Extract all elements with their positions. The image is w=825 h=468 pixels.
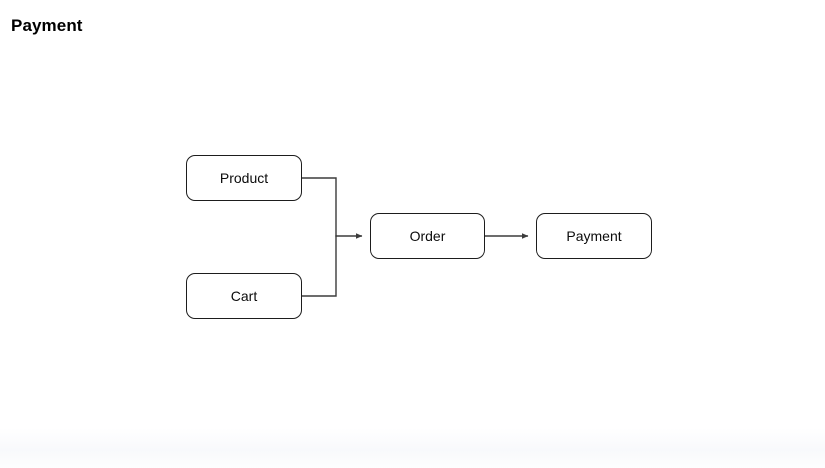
diagram-node-payment-label: Payment: [566, 228, 622, 244]
diagram-node-order[interactable]: Order: [370, 213, 485, 259]
edge-product-to-order: [301, 177, 337, 237]
diagram-node-cart-label: Cart: [230, 288, 258, 304]
edge-cart-to-order: [301, 235, 337, 297]
diagram-node-cart[interactable]: Cart: [186, 273, 302, 319]
page-title: Payment: [11, 16, 83, 35]
diagram-node-product-label: Product: [219, 170, 269, 186]
diagram-node-order-label: Order: [409, 228, 446, 244]
diagram-node-payment[interactable]: Payment: [536, 213, 652, 259]
diagram-node-product[interactable]: Product: [186, 155, 302, 201]
